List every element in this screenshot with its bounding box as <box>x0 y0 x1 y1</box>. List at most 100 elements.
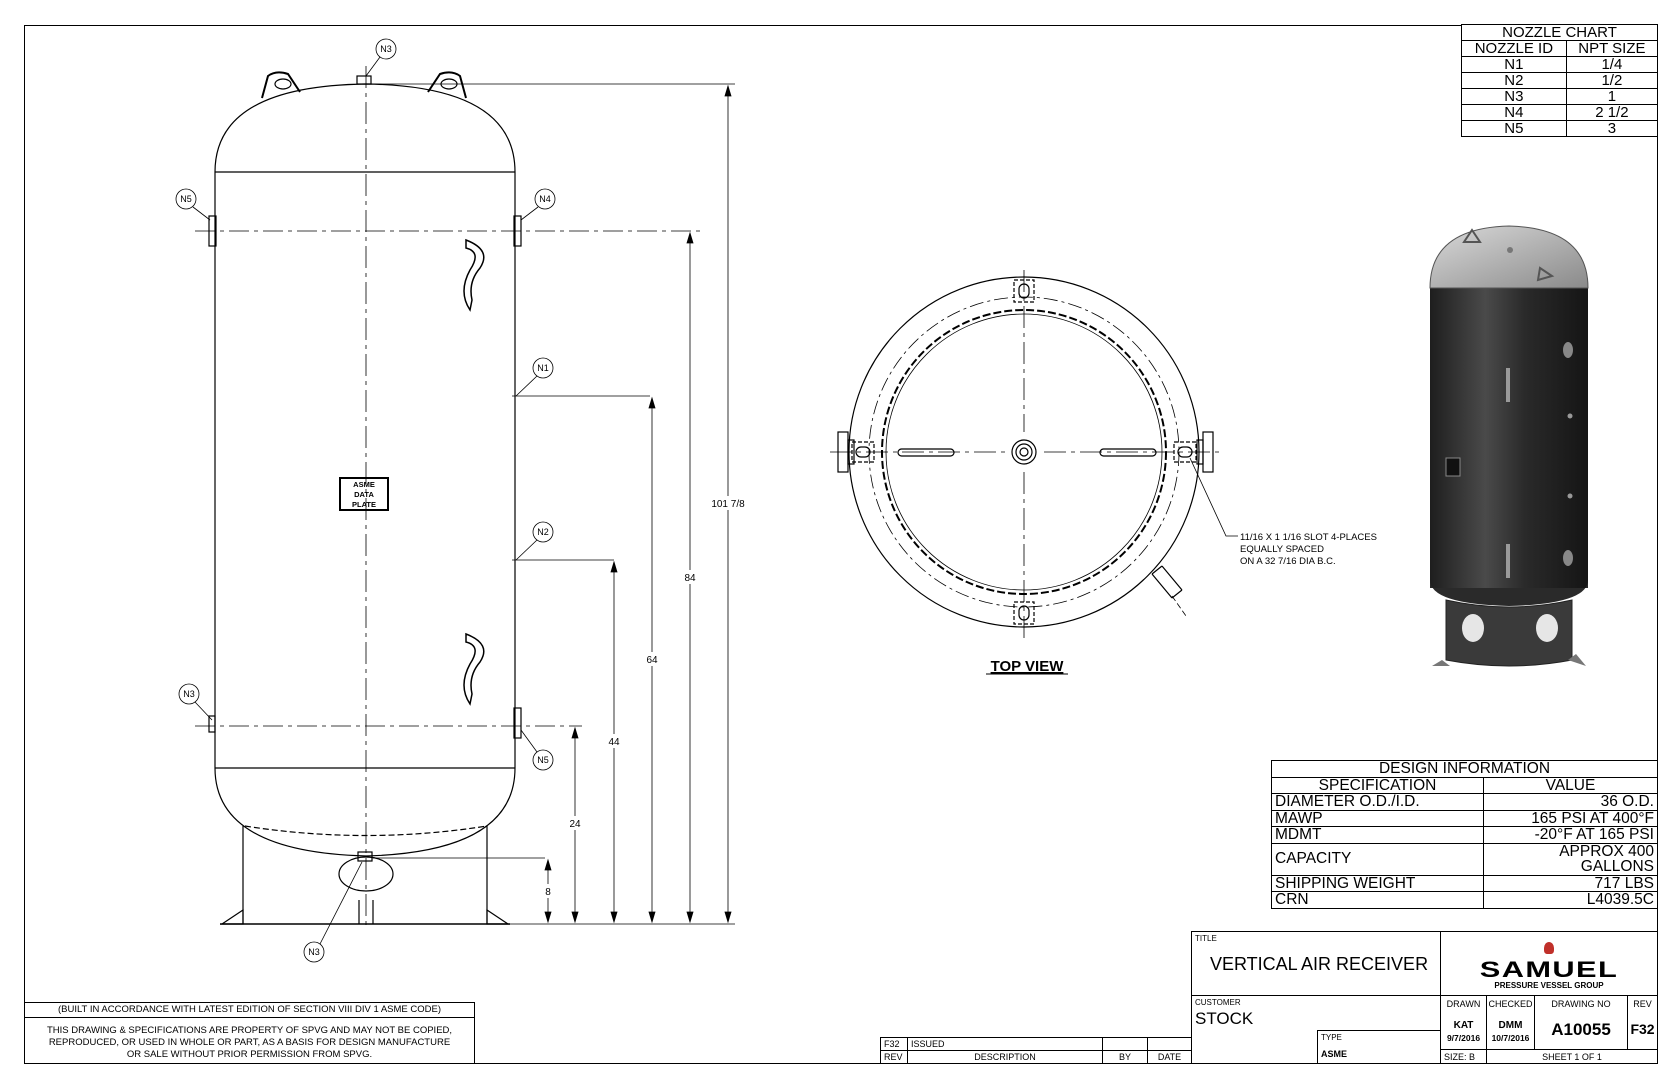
side-view <box>195 66 735 930</box>
side-view-dimensions <box>544 84 732 924</box>
spec-value: 36 O.D. <box>1483 793 1658 811</box>
type-cell: TYPE ASME <box>1317 1030 1441 1064</box>
sheet-number: SHEET 1 OF 1 <box>1542 1052 1602 1062</box>
top-view-title: TOP VIEW <box>991 658 1065 675</box>
npt-size: 1/2 <box>1565 72 1659 89</box>
drawn-cell: DRAWN KAT 9/7/2016 <box>1440 995 1487 1050</box>
spec-name: MDMT <box>1271 826 1484 844</box>
design-info-title: DESIGN INFORMATION <box>1271 760 1658 778</box>
spec-name: CAPACITY <box>1271 842 1484 876</box>
table-row: DIAMETER O.D./I.D.36 O.D. <box>1271 793 1658 811</box>
property-note-text: THIS DRAWING & SPECIFICATIONS ARE PROPER… <box>46 1025 453 1060</box>
drawn-date: 9/7/2016 <box>1446 1033 1481 1043</box>
revision-row-by <box>1102 1037 1148 1051</box>
date-header: DATE <box>1157 1052 1182 1062</box>
data-plate-line-2: DATA <box>354 490 374 499</box>
revision-row-description-value: ISSUED <box>911 1039 945 1049</box>
rev-label: REV <box>1633 999 1652 1009</box>
spec-name: MAWP <box>1271 809 1484 827</box>
dim-84: 84 <box>684 573 696 584</box>
top-view-labels: TOP VIEW 11/16 X 1 1/16 SLOT 4-PLACES EQ… <box>986 532 1377 675</box>
revision-row-rev-value: F32 <box>884 1039 900 1049</box>
checked-by: DMM <box>1498 1020 1523 1031</box>
drawing-border <box>24 25 1658 1064</box>
slot-note-line-2: EQUALLY SPACED <box>1240 544 1324 555</box>
brand-cell: SAMUEL PRESSURE VESSEL GROUP <box>1440 931 1658 996</box>
type-value: ASME <box>1321 1049 1348 1059</box>
dim-24: 24 <box>569 819 581 830</box>
spec-value: -20°F AT 165 PSI <box>1483 826 1658 844</box>
nozzle-chart-header-id: NOZZLE ID <box>1461 40 1567 57</box>
drawing-title: VERTICAL AIR RECEIVER <box>1210 954 1429 974</box>
drawing-no-cell: DRAWING NO A10055 <box>1534 995 1628 1050</box>
slot-note-line-3: ON A 32 7/16 DIA B.C. <box>1240 556 1336 567</box>
data-plate-line-3: PLATE <box>352 500 376 509</box>
data-plate-line-1: ASME <box>353 480 375 489</box>
tag-n4: N4 <box>539 194 551 204</box>
npt-size: 2 1/2 <box>1565 104 1659 121</box>
rev-header: REV <box>884 1052 903 1062</box>
tag-n2: N2 <box>537 527 549 537</box>
dimension-labels: 101 7/8 84 64 44 24 8 <box>540 496 753 898</box>
spec-value: L4039.5C <box>1483 891 1658 909</box>
revision-row-rev: F32 <box>880 1037 908 1051</box>
nozzle-id: N3 <box>1461 88 1567 105</box>
spec-value: 717 LBS <box>1483 874 1658 892</box>
drawing-number: A10055 <box>1551 1020 1611 1039</box>
nozzle-chart-header-size: NPT SIZE <box>1565 40 1659 57</box>
table-row: MDMT-20°F AT 165 PSI <box>1271 826 1658 844</box>
title-label: TITLE <box>1195 934 1217 943</box>
rev-cell: REV F32 <box>1627 995 1658 1050</box>
tag-upper-n5: N5 <box>180 194 192 204</box>
brand-name: SAMUEL <box>1479 957 1619 982</box>
rev-value: F32 <box>1630 1021 1655 1037</box>
npt-size: 1/4 <box>1565 56 1659 73</box>
customer-label: CUSTOMER <box>1195 998 1241 1007</box>
asme-code-note-text: (BUILT IN ACCORDANCE WITH LATEST EDITION… <box>57 1004 442 1015</box>
nozzle-chart-title: NOZZLE CHART <box>1461 24 1658 41</box>
customer-name: STOCK <box>1195 1009 1254 1028</box>
nozzle-callouts <box>175 38 556 963</box>
dim-44: 44 <box>608 737 620 748</box>
data-plate: ASME DATA PLATE <box>352 480 376 509</box>
revision-row-date <box>1147 1037 1192 1051</box>
nozzle-id: N5 <box>1461 120 1567 137</box>
isometric-tank <box>1429 225 1589 667</box>
design-information-table: DESIGN INFORMATION SPECIFICATION VALUE D… <box>1271 760 1658 909</box>
checked-label: CHECKED <box>1488 999 1533 1009</box>
nozzle-id: N2 <box>1461 72 1567 89</box>
revision-row-description: ISSUED <box>907 1037 1103 1051</box>
property-note: THIS DRAWING & SPECIFICATIONS ARE PROPER… <box>24 1017 475 1064</box>
flame-icon <box>1544 942 1554 954</box>
tag-bottom-n3: N3 <box>308 947 320 957</box>
drawing-no-label: DRAWING NO <box>1551 999 1611 1009</box>
spec-value: 165 PSI AT 400°F <box>1483 809 1658 827</box>
revision-header-description: DESCRIPTION <box>907 1050 1103 1064</box>
brand-subtitle: PRESSURE VESSEL GROUP <box>1494 981 1604 990</box>
revision-header-by: BY <box>1102 1050 1148 1064</box>
dim-8: 8 <box>545 887 551 898</box>
slot-note-line-1: 11/16 X 1 1/16 SLOT 4-PLACES <box>1240 532 1377 543</box>
npt-size: 3 <box>1565 120 1659 137</box>
revision-block: F32 ISSUED REV DESCRIPTION BY DATE <box>880 1037 1192 1064</box>
checked-cell: CHECKED DMM 10/7/2016 <box>1486 995 1535 1050</box>
title-cell: TITLE VERTICAL AIR RECEIVER <box>1191 931 1441 996</box>
design-info-header-value: VALUE <box>1483 776 1658 794</box>
tag-lower-n5: N5 <box>537 755 549 765</box>
top-view <box>830 270 1238 640</box>
design-info-header-spec: SPECIFICATION <box>1271 776 1484 794</box>
size-cell: SIZE: B <box>1440 1049 1487 1064</box>
spec-name: DIAMETER O.D./I.D. <box>1271 793 1484 811</box>
sheet-size: SIZE: B <box>1444 1052 1476 1062</box>
nozzle-id: N1 <box>1461 56 1567 73</box>
by-header: BY <box>1118 1052 1131 1062</box>
dim-64: 64 <box>646 655 658 666</box>
